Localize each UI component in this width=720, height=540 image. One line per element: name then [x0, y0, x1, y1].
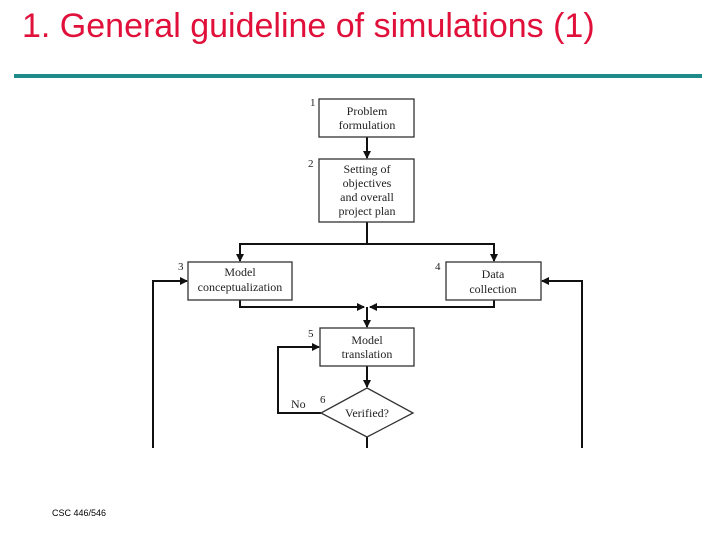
- step-number: 4: [435, 261, 441, 273]
- arrow-3-merge: [239, 300, 365, 311]
- arrow-2-3: [236, 243, 367, 262]
- footer-course-code: CSC 446/546: [52, 508, 107, 518]
- step-number: 1: [310, 97, 316, 109]
- step-label: objectives: [343, 176, 392, 190]
- no-branch-label: No: [291, 397, 306, 411]
- step-number: 3: [178, 261, 184, 273]
- step-label: Data: [482, 267, 505, 281]
- step-label: translation: [342, 347, 393, 361]
- step-label: Problem: [347, 104, 388, 118]
- decision-label: Verified?: [345, 406, 389, 420]
- title-divider: [14, 74, 702, 78]
- step-setting-objectives: 2 Setting of objectives and overall proj…: [308, 158, 415, 223]
- arrow-feedback-4: [541, 277, 583, 448]
- arrow-feedback-3: [152, 277, 188, 448]
- step-model-conceptualization: 3 Model conceptualization: [178, 261, 293, 301]
- slide-title: 1. General guideline of simulations (1): [22, 7, 595, 45]
- step-label: and overall: [340, 190, 394, 204]
- step-label: Model: [351, 333, 383, 347]
- step-label: Setting of: [344, 162, 391, 176]
- simulation-flowchart: 1 Problem formulation 2 Setting of objec…: [152, 97, 583, 448]
- step-label: Model: [224, 265, 256, 279]
- arrow-no-loop: [277, 343, 321, 414]
- step-number: 6: [320, 394, 326, 406]
- step-label: collection: [469, 282, 516, 296]
- step-number: 2: [308, 158, 314, 170]
- decision-verified: 6 Verified? No: [291, 387, 415, 438]
- arrow-2-4: [367, 243, 498, 262]
- step-label: conceptualization: [198, 280, 283, 294]
- arrow-4-merge: [369, 300, 495, 311]
- step-data-collection: 4 Data collection: [435, 261, 542, 301]
- step-model-translation: 5 Model translation: [308, 327, 415, 367]
- step-number: 5: [308, 328, 314, 340]
- step-label: project plan: [339, 204, 396, 218]
- step-problem-formulation: 1 Problem formulation: [310, 97, 415, 138]
- step-label: formulation: [339, 118, 396, 132]
